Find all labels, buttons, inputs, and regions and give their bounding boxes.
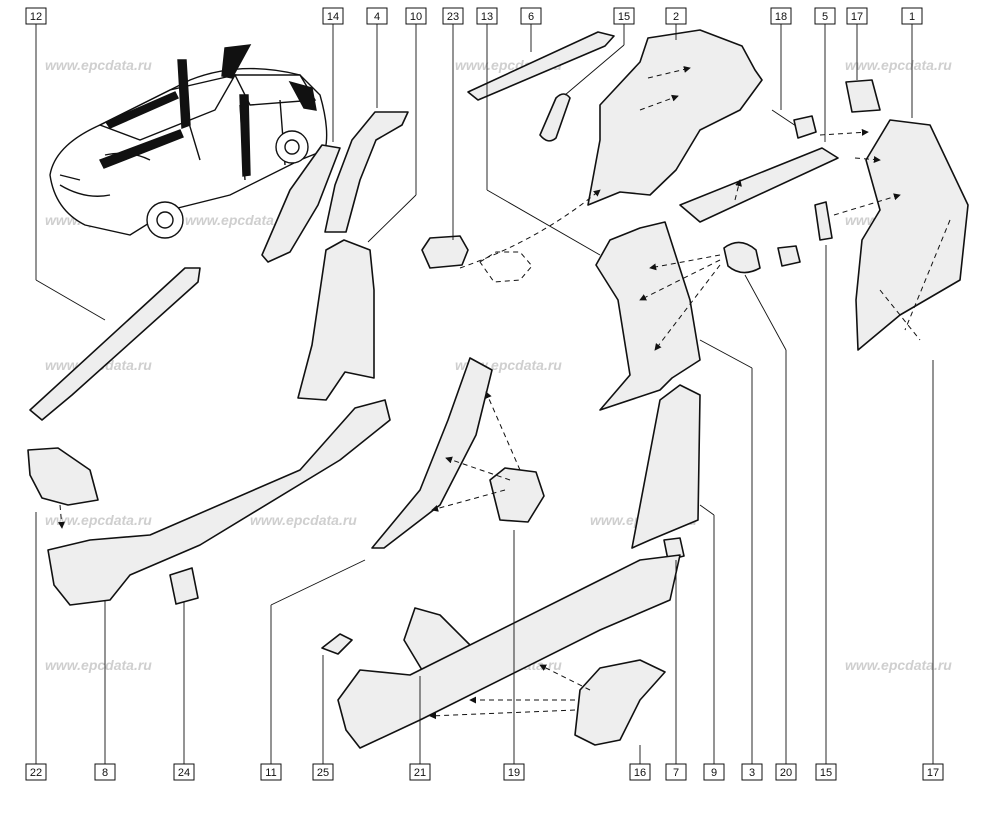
callout-box[interactable]: 16	[629, 763, 651, 781]
callout-box[interactable]: 25	[312, 763, 334, 781]
callout-box[interactable]: 14	[322, 7, 344, 25]
callout-box[interactable]: 19	[503, 763, 525, 781]
svg-text:23: 23	[447, 11, 459, 23]
callout-box[interactable]: 1	[901, 7, 923, 25]
part-18-screw[interactable]	[771, 109, 817, 139]
part-5-sill-strip[interactable]	[679, 147, 839, 223]
svg-text:22: 22	[30, 767, 42, 779]
callout-box[interactable]: 15	[815, 763, 837, 781]
part-24-clip[interactable]	[169, 567, 199, 605]
svg-text:3: 3	[749, 767, 755, 779]
part-25-clip[interactable]	[321, 633, 353, 655]
svg-text:15: 15	[820, 767, 832, 779]
svg-text:1: 1	[909, 11, 915, 23]
svg-text:17: 17	[927, 767, 939, 779]
part-rear-sill-trim[interactable]	[337, 554, 681, 749]
svg-text:15: 15	[618, 11, 630, 23]
svg-text:25: 25	[317, 767, 329, 779]
callout-box[interactable]: 18	[770, 7, 792, 25]
callout-box[interactable]: 11	[260, 763, 282, 781]
callout-box[interactable]: 12	[25, 7, 47, 25]
svg-text:11: 11	[265, 767, 276, 779]
callout-box[interactable]: 17	[922, 763, 944, 781]
callout-box[interactable]: 24	[173, 763, 195, 781]
svg-text:12: 12	[30, 11, 42, 23]
callout-box[interactable]: 17	[846, 7, 868, 25]
svg-text:21: 21	[414, 767, 426, 779]
part-1-rear-trim[interactable]	[855, 119, 969, 351]
svg-text:19: 19	[508, 767, 520, 779]
callout-box[interactable]: 9	[703, 763, 725, 781]
callout-box[interactable]: 5	[814, 7, 836, 25]
svg-text:14: 14	[327, 11, 339, 23]
part-12-a-pillar-trim[interactable]	[29, 267, 201, 421]
svg-text:17: 17	[851, 11, 863, 23]
callout-box[interactable]: 4	[366, 7, 388, 25]
part-15-bracket[interactable]	[814, 201, 833, 241]
svg-text:13: 13	[481, 11, 493, 23]
svg-text:9: 9	[711, 767, 717, 779]
callout-box[interactable]: 23	[442, 7, 464, 25]
part-9-pillar-trim[interactable]	[631, 384, 701, 549]
dashed-clip-outline	[479, 251, 533, 283]
svg-text:18: 18	[775, 11, 787, 23]
part-22-bracket[interactable]	[27, 447, 99, 506]
part-14-trim[interactable]	[261, 144, 341, 263]
watermark-text: www.epcdata.ru	[45, 57, 152, 73]
part-6-strip[interactable]	[467, 31, 615, 101]
callouts-top: 12 14 4 10 23 13 6 15 2 18 5 17 1	[25, 7, 923, 25]
callout-box[interactable]: 3	[741, 763, 763, 781]
watermark-text: www.epcdata.ru	[45, 512, 152, 528]
part-3-c-pillar-trim[interactable]	[595, 221, 701, 411]
svg-text:20: 20	[780, 767, 792, 779]
callouts-bottom: 22 8 24 11 25 21 19 16 7 9 3 20 15 17	[25, 763, 944, 781]
part-15-insert[interactable]	[539, 93, 571, 142]
watermark-text: www.epcdata.ru	[185, 212, 292, 228]
svg-text:8: 8	[102, 767, 108, 779]
part-20-clip[interactable]	[723, 241, 761, 274]
callout-box[interactable]: 7	[665, 763, 687, 781]
watermark-text: www.epcdata.ru	[845, 657, 952, 673]
callout-box[interactable]: 15	[613, 7, 635, 25]
svg-text:2: 2	[673, 11, 679, 23]
watermark-text: www.epcdata.ru	[45, 657, 152, 673]
part-2-quarter-trim[interactable]	[587, 29, 763, 206]
callout-box[interactable]: 20	[775, 763, 797, 781]
svg-text:7: 7	[673, 767, 679, 779]
watermark-text: www.epcdata.ru	[250, 512, 357, 528]
svg-text:16: 16	[634, 767, 646, 779]
part-11-pillar-trim[interactable]	[371, 357, 493, 549]
car-illustration	[49, 44, 328, 239]
svg-text:4: 4	[374, 11, 380, 23]
svg-text:5: 5	[822, 11, 828, 23]
callout-box[interactable]: 13	[476, 7, 498, 25]
part-8-sill-trim[interactable]	[47, 399, 391, 606]
svg-text:24: 24	[178, 767, 190, 779]
part-17-plug[interactable]	[845, 79, 881, 113]
part-19-bracket[interactable]	[489, 467, 545, 523]
callout-box[interactable]: 6	[520, 7, 542, 25]
part-23-clip[interactable]	[421, 235, 469, 269]
part-4-trim[interactable]	[324, 111, 409, 233]
svg-text:10: 10	[410, 11, 422, 23]
screw-fastener[interactable]	[777, 245, 801, 267]
part-16-harness[interactable]	[574, 659, 666, 746]
callout-box[interactable]: 22	[25, 763, 47, 781]
callout-box[interactable]: 8	[94, 763, 116, 781]
assembly-arrows	[57, 66, 951, 720]
watermark-text: www.epcdata.ru	[845, 57, 952, 73]
callout-box[interactable]: 10	[405, 7, 427, 25]
callout-box[interactable]: 2	[665, 7, 687, 25]
svg-text:6: 6	[528, 11, 534, 23]
callout-box[interactable]: 21	[409, 763, 431, 781]
part-10-b-pillar-trim[interactable]	[297, 239, 375, 401]
leader-lines	[35, 24, 934, 764]
